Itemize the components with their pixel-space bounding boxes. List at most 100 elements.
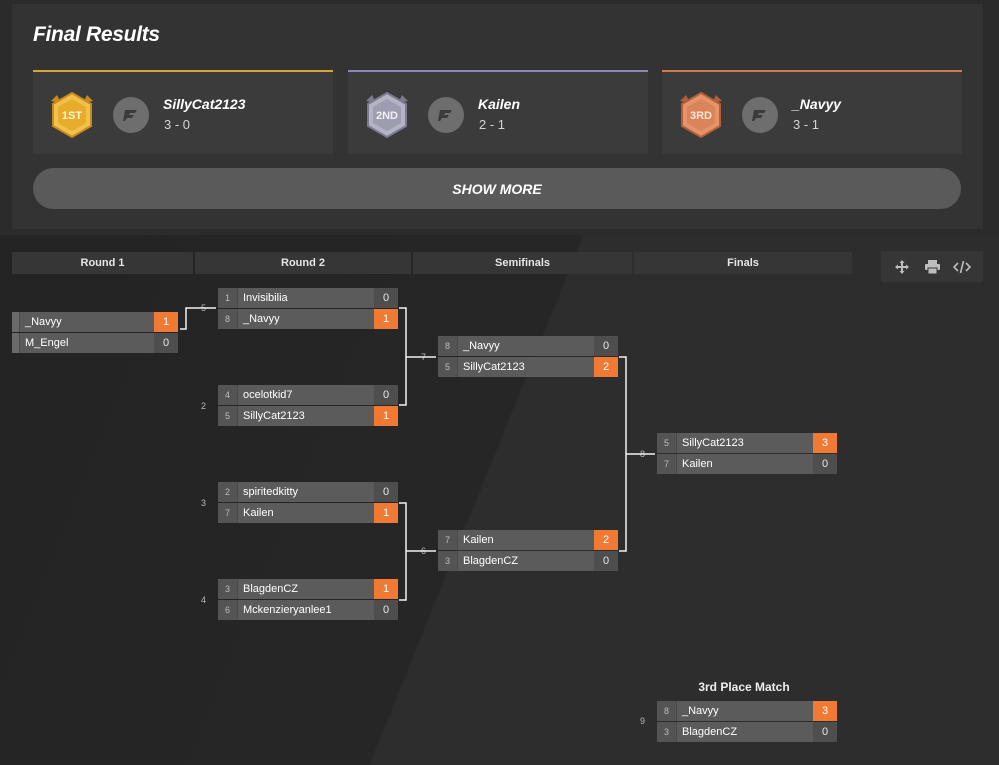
match-player-row[interactable]: 8 _Navyy 3	[657, 701, 837, 721]
team-logo-icon	[742, 97, 778, 133]
player-seed: 2	[218, 482, 238, 502]
player-seed: 8	[657, 701, 677, 721]
player-score: 3	[813, 701, 837, 721]
match-9[interactable]: 8 _Navyy 3 3 BlagdenCZ 0	[657, 701, 837, 742]
player-name: _Navyy	[243, 313, 280, 325]
code-icon[interactable]	[951, 256, 973, 278]
match-player-row[interactable]: 8 _Navyy 0	[438, 336, 618, 356]
player-seed: 7	[438, 530, 458, 550]
player-name: SillyCat2123	[463, 361, 525, 373]
player-score: 0	[374, 288, 398, 308]
player-name: spiritedkitty	[243, 486, 299, 498]
player-name: _Navyy	[25, 316, 62, 328]
podium-player-name: _Navyy	[792, 96, 842, 112]
svg-text:1ST: 1ST	[62, 110, 82, 122]
podium-score: 3 - 0	[164, 117, 191, 132]
player-score: 0	[374, 385, 398, 405]
match-number: 2	[201, 401, 207, 411]
match-player-row[interactable]: 1 Invisibilia 0	[218, 288, 398, 308]
player-name: Kailen	[463, 534, 494, 546]
show-more-button[interactable]: SHOW MORE	[33, 168, 961, 209]
player-seed: 5	[218, 406, 238, 426]
player-score: 2	[594, 530, 618, 550]
match-player-row[interactable]: 3 BlagdenCZ 0	[438, 551, 618, 571]
match-6[interactable]: 7 Kailen 2 3 BlagdenCZ 0	[438, 530, 618, 571]
player-seed: 1	[218, 288, 238, 308]
player-name: SillyCat2123	[243, 410, 305, 422]
match-player-row[interactable]: 4 ocelotkid7 0	[218, 385, 398, 405]
player-seed: 7	[218, 503, 238, 523]
results-title: Final Results	[33, 23, 160, 46]
player-score: 0	[594, 336, 618, 356]
player-score: 3	[813, 433, 837, 453]
bronze-medal-icon: 3RD	[680, 91, 722, 139]
player-score: 1	[374, 579, 398, 599]
connector-line	[399, 502, 407, 601]
player-score: 0	[813, 722, 837, 742]
silver-medal-icon: 2ND	[366, 91, 408, 139]
podium-first[interactable]: 1ST SillyCat2123 3 - 0	[33, 70, 333, 154]
player-seed: 8	[218, 309, 238, 329]
player-seed: 8	[438, 336, 458, 356]
match-player-row[interactable]: M_Engel 0	[12, 333, 178, 353]
round-header-semifinals: Semifinals	[413, 252, 632, 274]
match-player-row[interactable]: 3 BlagdenCZ 0	[657, 722, 837, 742]
match-player-row[interactable]: 8 _Navyy 1	[218, 309, 398, 329]
match-2[interactable]: 4 ocelotkid7 0 5 SillyCat2123 1	[218, 385, 398, 426]
player-name: Kailen	[682, 458, 713, 470]
player-name: _Navyy	[463, 340, 500, 352]
match-1[interactable]: _Navyy 1 M_Engel 0	[12, 312, 178, 353]
final-results-panel: Final Results 1ST SillyCat2123 3 - 0 2ND…	[12, 4, 983, 229]
match-player-row[interactable]: 2 spiritedkitty 0	[218, 482, 398, 502]
podium-score: 2 - 1	[479, 117, 506, 132]
round-header-finals: Finals	[634, 252, 852, 274]
player-name: BlagdenCZ	[463, 555, 519, 567]
match-7[interactable]: 8 _Navyy 0 5 SillyCat2123 2	[438, 336, 618, 377]
match-number: 9	[640, 716, 646, 726]
match-player-row[interactable]: 3 BlagdenCZ 1	[218, 579, 398, 599]
match-player-row[interactable]: 7 Kailen 0	[657, 454, 837, 474]
match-4[interactable]: 3 BlagdenCZ 1 6 Mckenzieryanlee1 0	[218, 579, 398, 620]
player-seed: 6	[218, 600, 238, 620]
player-score: 0	[374, 482, 398, 502]
player-score: 0	[154, 333, 178, 353]
match-player-row[interactable]: 7 Kailen 1	[218, 503, 398, 523]
move-icon[interactable]	[891, 256, 913, 278]
player-seed: 5	[657, 433, 677, 453]
player-name: _Navyy	[682, 705, 719, 717]
seed-slot	[12, 312, 20, 332]
player-name: ocelotkid7	[243, 389, 293, 401]
match-5[interactable]: 1 Invisibilia 0 8 _Navyy 1	[218, 288, 398, 329]
match-number: 4	[201, 595, 207, 605]
match-player-row[interactable]: _Navyy 1	[12, 312, 178, 332]
player-name: Invisibilia	[243, 292, 288, 304]
svg-text:2ND: 2ND	[376, 110, 398, 122]
match-player-row[interactable]: 5 SillyCat2123 3	[657, 433, 837, 453]
match-8[interactable]: 5 SillyCat2123 3 7 Kailen 0	[657, 433, 837, 474]
podium-player-name: SillyCat2123	[163, 96, 246, 112]
player-seed: 5	[438, 357, 458, 377]
player-seed: 7	[657, 454, 677, 474]
podium-second[interactable]: 2ND Kailen 2 - 1	[348, 70, 648, 154]
player-score: 0	[813, 454, 837, 474]
match-player-row[interactable]: 7 Kailen 2	[438, 530, 618, 550]
round-header-2: Round 2	[195, 252, 411, 274]
player-seed: 4	[218, 385, 238, 405]
third-place-title: 3rd Place Match	[698, 680, 790, 694]
player-score: 1	[374, 503, 398, 523]
podium-third[interactable]: 3RD _Navyy 3 - 1	[662, 70, 962, 154]
match-player-row[interactable]: 5 SillyCat2123 2	[438, 357, 618, 377]
connector-line	[180, 307, 216, 330]
player-score: 1	[374, 309, 398, 329]
print-icon[interactable]	[921, 256, 943, 278]
player-name: Mckenzieryanlee1	[243, 604, 332, 616]
bracket-toolbar	[881, 251, 983, 282]
match-player-row[interactable]: 5 SillyCat2123 1	[218, 406, 398, 426]
connector-line	[619, 356, 627, 552]
team-logo-icon	[428, 97, 464, 133]
match-3[interactable]: 2 spiritedkitty 0 7 Kailen 1	[218, 482, 398, 523]
match-player-row[interactable]: 6 Mckenzieryanlee1 0	[218, 600, 398, 620]
gold-medal-icon: 1ST	[51, 91, 93, 139]
match-number: 3	[201, 498, 207, 508]
